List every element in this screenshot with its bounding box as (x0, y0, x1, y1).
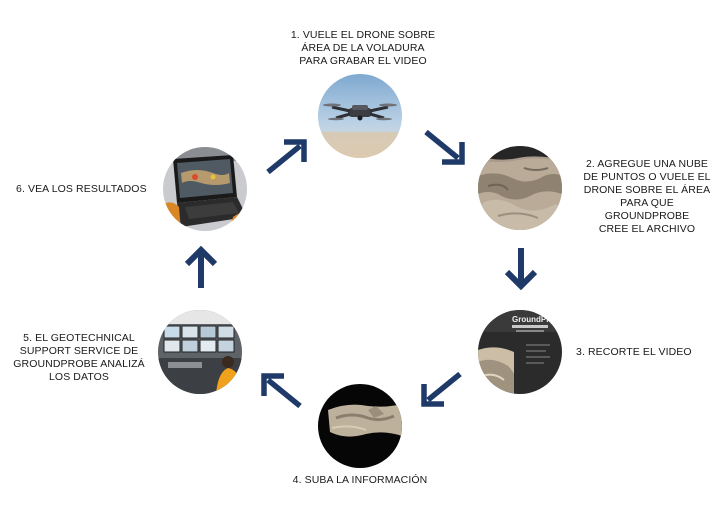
step-4-label: 4. SUBA LA INFORMACIÓN (292, 474, 428, 486)
monitoring-control-room-photo (158, 310, 242, 394)
upload-terrain-photo (318, 384, 402, 468)
step-3-label: 3. RECORTE EL VIDEO (576, 346, 692, 358)
step-1-label: 1. VUELE EL DRONE SOBRE ÁREA DE LA VOLAD… (290, 29, 436, 67)
step-2-label: 2. AGREGUE UNA NUBE DE PUNTOS O VUELE EL… (583, 158, 711, 235)
arrow-step2-to-step3 (503, 246, 539, 290)
groundprobe-brand-text: GroundPro (512, 315, 554, 324)
arrow-step3-to-step4 (418, 370, 464, 408)
blast-area-terrain-photo (478, 146, 562, 230)
groundprobe-software-screen-photo: GroundPro (478, 310, 562, 394)
arrow-step4-to-step5 (258, 372, 304, 410)
step-6-label: 6. VEA LOS RESULTADOS (16, 183, 147, 195)
arrow-step6-to-step1 (264, 138, 310, 176)
arrow-step5-to-step6 (183, 246, 219, 290)
laptop-results-photo (163, 147, 247, 231)
arrow-step1-to-step2 (422, 128, 468, 166)
drone-icon (323, 103, 397, 121)
drone-flying-photo (318, 74, 402, 158)
step-5-label: 5. EL GEOTECHNICAL SUPPORT SERVICE DE GR… (13, 332, 145, 383)
